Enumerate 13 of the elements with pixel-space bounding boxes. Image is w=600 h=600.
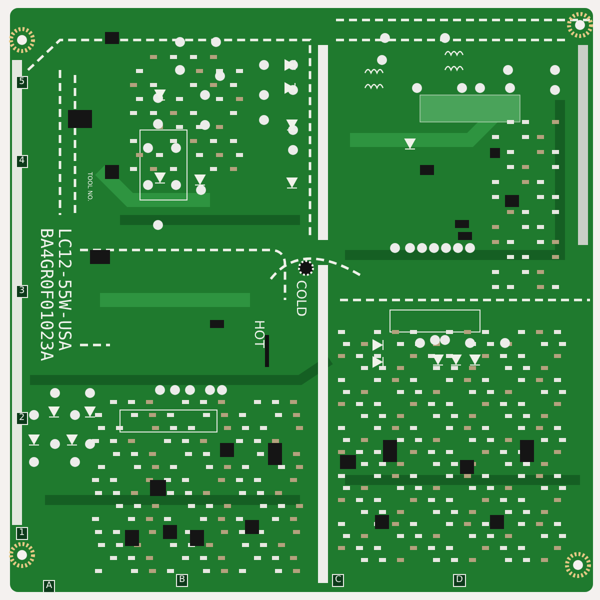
edge-marker: 1 bbox=[16, 527, 28, 540]
edge-marker: C bbox=[332, 574, 344, 587]
edge-marker: B bbox=[176, 574, 188, 587]
silkscreen-text: COLD bbox=[294, 280, 307, 317]
edge-marker: 3 bbox=[16, 285, 28, 298]
silkscreen-text: LC12-55W-USA bbox=[55, 228, 72, 351]
edge-marker: 4 bbox=[16, 155, 28, 168]
edge-marker: 2 bbox=[16, 412, 28, 425]
edge-marker: 5 bbox=[16, 76, 28, 89]
edge-marker: A bbox=[43, 580, 56, 593]
silkscreen-text: BA4GR0F01023A bbox=[37, 228, 54, 362]
edge-marker: D bbox=[453, 574, 466, 587]
silkscreen-text: HOT bbox=[252, 320, 265, 348]
